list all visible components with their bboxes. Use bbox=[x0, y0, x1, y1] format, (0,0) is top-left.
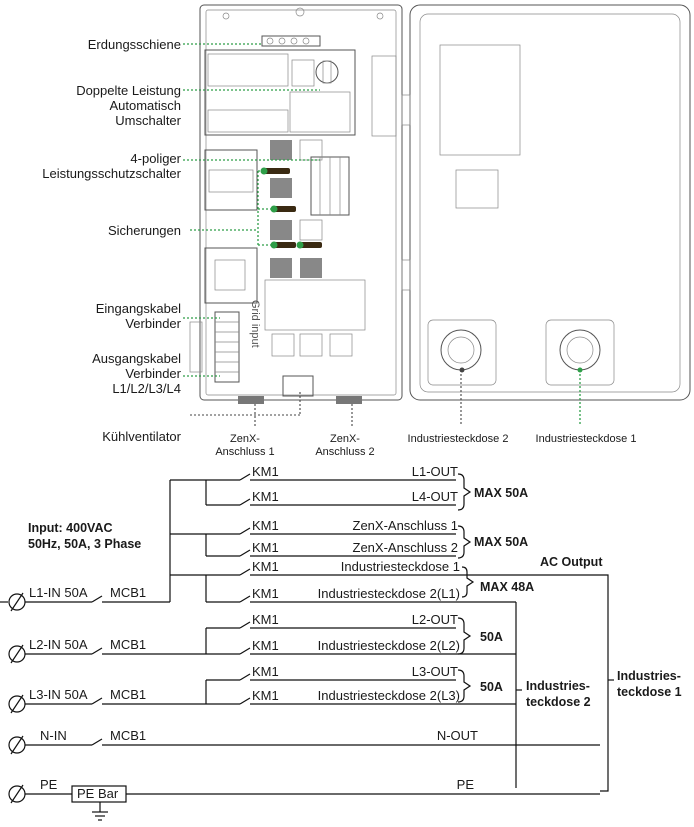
feed-l3 bbox=[8, 679, 240, 714]
feed-n-label: N-IN bbox=[40, 728, 67, 743]
km-row2: KM1 bbox=[252, 489, 279, 504]
out-socket2-l1: Industriesteckdose 2(L1) bbox=[318, 586, 460, 601]
km-row3: KM1 bbox=[252, 518, 279, 533]
mcb-l3: MCB1 bbox=[110, 687, 146, 702]
km-row7: KM1 bbox=[252, 612, 279, 627]
limit-50a-l3: 50A bbox=[480, 680, 503, 694]
label-input-2: Verbinder bbox=[125, 316, 181, 331]
label-zenx2-b: Anschluss 2 bbox=[315, 446, 374, 458]
label-ats-3: Umschalter bbox=[115, 113, 181, 128]
label-zenx2-a: ZenX- bbox=[330, 433, 360, 445]
fuse-holders bbox=[260, 167, 322, 249]
input-spec-1: Input: 400VAC bbox=[28, 521, 113, 535]
contact-rows bbox=[239, 473, 600, 705]
grid-input-label: Grid input bbox=[249, 300, 261, 348]
label-fuses: Sicherungen bbox=[108, 223, 181, 238]
feed-l1-label: L1-IN 50A bbox=[29, 585, 88, 600]
label-socket2: Industriesteckdose 2 bbox=[408, 433, 509, 445]
out-pe: PE bbox=[457, 777, 475, 792]
label-mcb-2: Leistungsschutzschalter bbox=[42, 166, 181, 181]
terminal-block-part: Grid input bbox=[189, 300, 261, 383]
leader-lines bbox=[183, 43, 583, 428]
input-spec-2: 50Hz, 50A, 3 Phase bbox=[28, 537, 141, 551]
out-socket1: Industriesteckdose 1 bbox=[341, 559, 460, 574]
label-fan: Kühlventilator bbox=[102, 429, 181, 444]
ac-output-title: AC Output bbox=[540, 555, 603, 569]
label-output-2: Verbinder bbox=[125, 366, 181, 381]
feed-l1 bbox=[0, 479, 240, 612]
km-row5: KM1 bbox=[252, 559, 279, 574]
km-row6: KM1 bbox=[252, 586, 279, 601]
out-socket2-l3: Industriesteckdose 2(L3) bbox=[318, 688, 460, 703]
km-row1: KM1 bbox=[252, 464, 279, 479]
feed-pe bbox=[8, 784, 600, 821]
bottom-ports bbox=[238, 375, 362, 404]
limit-max50-a: MAX 50A bbox=[474, 486, 528, 500]
ats-switch-part bbox=[204, 49, 397, 137]
mcb-n: MCB1 bbox=[110, 728, 146, 743]
label-socket1: Industriesteckdose 1 bbox=[536, 433, 637, 445]
ground-bar-part bbox=[261, 35, 321, 47]
cabinet-left bbox=[199, 4, 403, 401]
group-socket1-b: teckdose 1 bbox=[617, 685, 682, 699]
label-ats-2: Automatisch bbox=[109, 98, 181, 113]
mcb-l1: MCB1 bbox=[110, 585, 146, 600]
out-socket2-l2: Industriesteckdose 2(L2) bbox=[318, 638, 460, 653]
contactors-part bbox=[204, 149, 258, 304]
feed-pe-label: PE bbox=[40, 777, 58, 792]
out-n: N-OUT bbox=[437, 728, 478, 743]
out-l2: L2-OUT bbox=[412, 612, 458, 627]
label-output-1: Ausgangskabel bbox=[92, 351, 181, 366]
out-zenx1: ZenX-Anschluss 1 bbox=[353, 518, 459, 533]
output-brackets bbox=[457, 473, 614, 792]
group-socket2-a: Industries- bbox=[526, 679, 590, 693]
label-output-3: L1/L2/L3/L4 bbox=[112, 381, 181, 396]
label-ground-bar: Erdungsschiene bbox=[88, 37, 181, 52]
feed-l2 bbox=[8, 627, 240, 664]
km-row9: KM1 bbox=[252, 664, 279, 679]
pe-bar-label: PE Bar bbox=[77, 786, 119, 801]
group-socket1-a: Industries- bbox=[617, 669, 681, 683]
km-row8: KM1 bbox=[252, 638, 279, 653]
mcb-l2: MCB1 bbox=[110, 637, 146, 652]
feed-l2-label: L2-IN 50A bbox=[29, 637, 88, 652]
limit-max48: MAX 48A bbox=[480, 580, 534, 594]
feed-l3-label: L3-IN 50A bbox=[29, 687, 88, 702]
label-zenx1-b: Anschluss 1 bbox=[215, 446, 274, 458]
group-socket2-b: teckdose 2 bbox=[526, 695, 591, 709]
feed-n bbox=[8, 735, 600, 755]
label-zenx1-a: ZenX- bbox=[230, 433, 260, 445]
fuse-blocks-part bbox=[264, 139, 366, 357]
out-l1: L1-OUT bbox=[412, 464, 458, 479]
limit-max50-b: MAX 50A bbox=[474, 535, 528, 549]
out-zenx2: ZenX-Anschluss 2 bbox=[353, 540, 459, 555]
out-l3: L3-OUT bbox=[412, 664, 458, 679]
cabinet-door bbox=[401, 4, 691, 401]
out-l4: L4-OUT bbox=[412, 489, 458, 504]
label-input-1: Eingangskabel bbox=[96, 301, 181, 316]
label-ats-1: Doppelte Leistung bbox=[76, 83, 181, 98]
mcb-part bbox=[310, 156, 350, 216]
label-mcb-1: 4-poliger bbox=[130, 151, 181, 166]
km-row10: KM1 bbox=[252, 688, 279, 703]
km-row4: KM1 bbox=[252, 540, 279, 555]
limit-50a-l2: 50A bbox=[480, 630, 503, 644]
